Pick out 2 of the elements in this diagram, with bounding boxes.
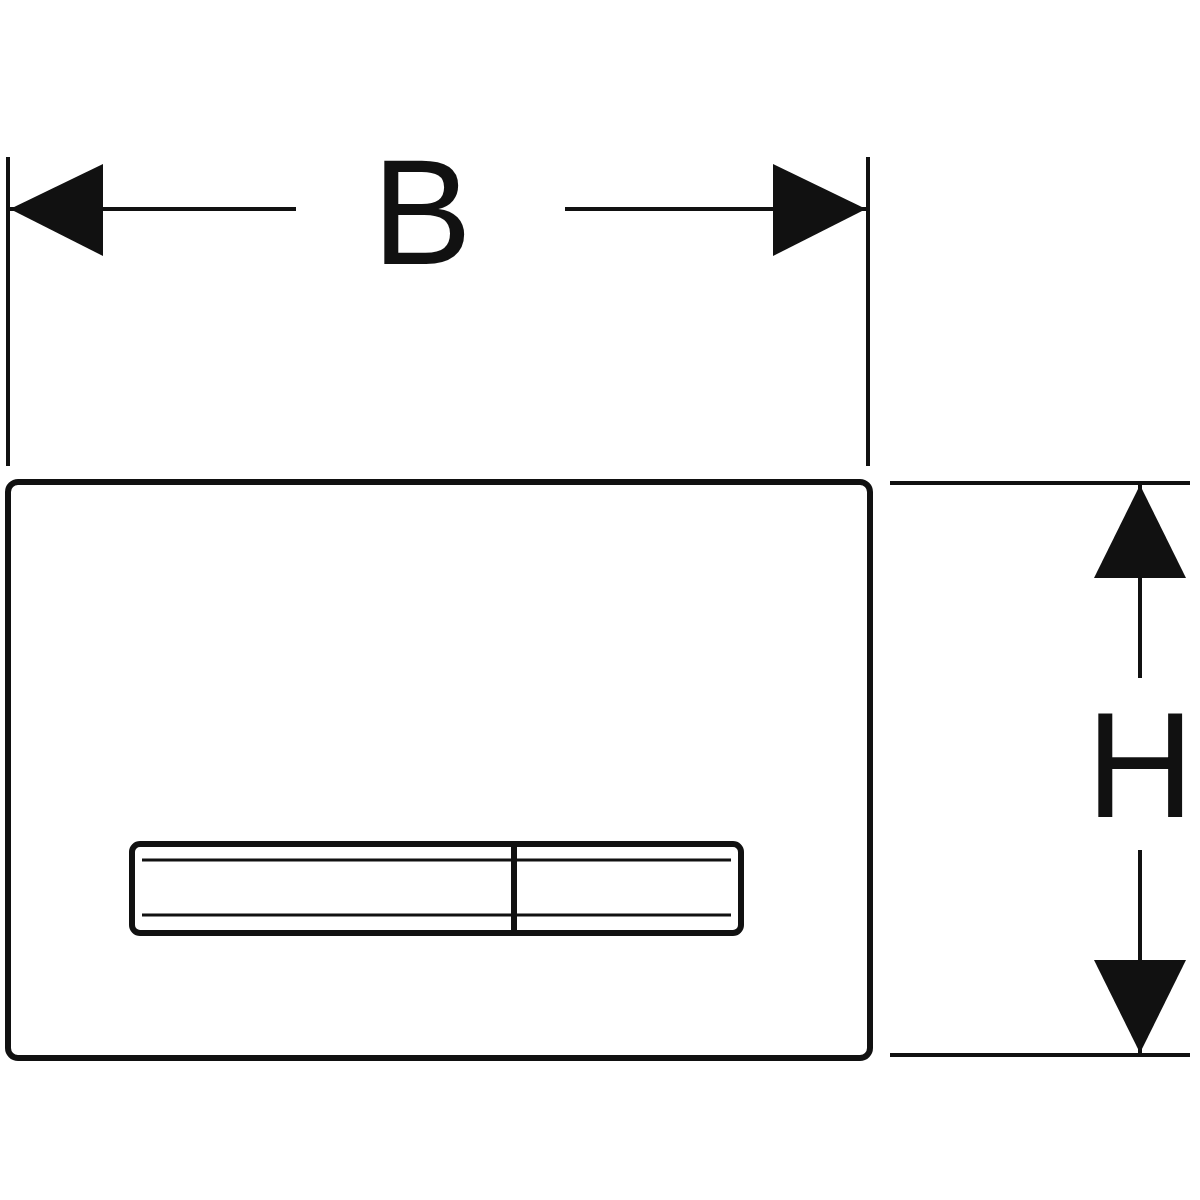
dimension-label: B [372, 137, 473, 287]
dimension-label: H [1086, 690, 1195, 840]
